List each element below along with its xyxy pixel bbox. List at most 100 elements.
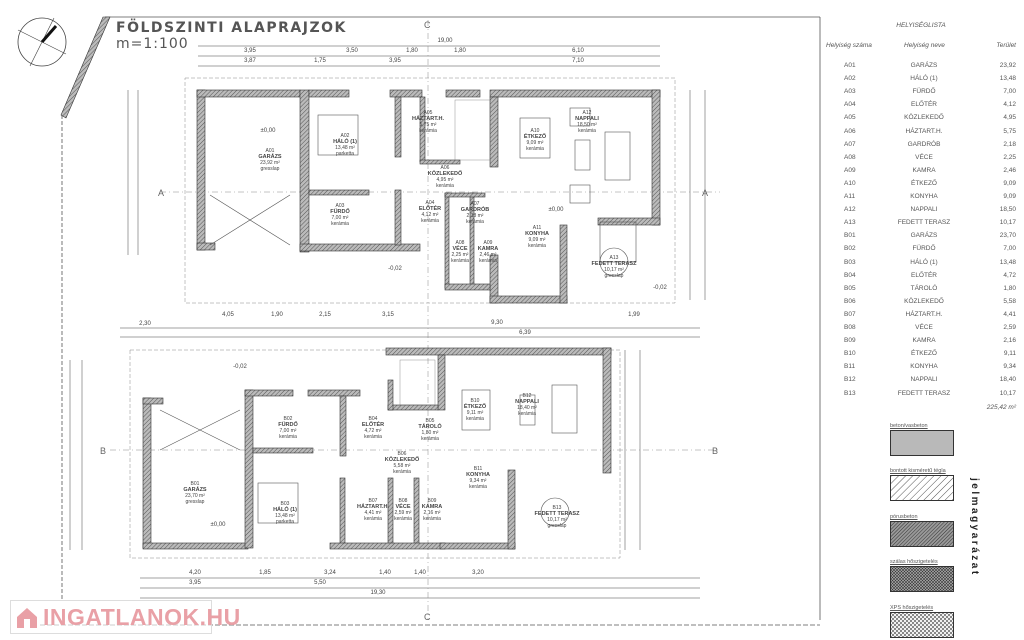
watermark-text: INGATLANOK.HU xyxy=(43,604,241,630)
room-code: A02 xyxy=(340,133,350,139)
dimension-text: 1,80 xyxy=(454,48,466,54)
section-marker: C xyxy=(424,20,431,30)
room-name: GARÁZS xyxy=(910,62,938,69)
room-floor: kerámia xyxy=(466,219,484,225)
room-name: VÉCE xyxy=(395,504,411,510)
room-name: VÉCE xyxy=(452,246,468,252)
room-area: 7,00 xyxy=(1003,88,1016,96)
level-mark: -0,02 xyxy=(233,364,247,370)
room-code: A06 xyxy=(440,165,450,171)
legend-label: beton/vasbeton xyxy=(890,423,928,429)
dimension-text: 1,75 xyxy=(314,58,326,64)
room-floor: kerámia xyxy=(469,484,487,490)
legend-title: jelmagyarázat xyxy=(969,478,980,577)
room-area: 2,59 xyxy=(1003,324,1016,331)
room-name: ÉTKEZŐ xyxy=(523,134,547,140)
dimension-text: 4,05 xyxy=(222,312,234,318)
dimension-text: 19,30 xyxy=(370,590,386,596)
room-name: GARÁZS xyxy=(183,487,207,493)
room-name: NAPPALI xyxy=(575,116,599,122)
room-code: B09 xyxy=(427,498,437,504)
room-code: A07 xyxy=(470,201,480,207)
dimension-text: 19,00 xyxy=(437,38,453,44)
room-name: TÁROLÓ xyxy=(910,284,938,292)
room-name: FEDETT TERASZ xyxy=(591,261,637,267)
room-floor: kerámia xyxy=(421,218,439,224)
room-name: FÜRDŐ xyxy=(912,88,936,96)
room-area: 23,92 m² xyxy=(260,160,280,166)
legend-label: szálas hőszigetelés xyxy=(890,559,938,565)
room-name: KONYHA xyxy=(910,363,938,371)
room-name: KONYHA xyxy=(525,231,549,237)
dimension-text: 3,24 xyxy=(324,570,336,576)
room-name: KÖZLEKEDŐ xyxy=(384,457,420,463)
room-floor: kerámia xyxy=(423,516,441,522)
level-mark: -0,02 xyxy=(388,266,402,272)
dimension-text: 1,99 xyxy=(628,312,640,318)
room-code: B09 xyxy=(844,337,856,345)
room-floor: kerámia xyxy=(436,183,454,189)
room-code: B05 xyxy=(425,418,435,424)
room-area: 5,75 xyxy=(1003,127,1016,135)
room-floor: gresslap xyxy=(547,523,567,529)
room-code: A12 xyxy=(582,110,592,116)
site-boundary xyxy=(40,16,821,626)
level-mark: ±0,00 xyxy=(260,128,276,134)
dimension-text: 1,85 xyxy=(259,570,271,576)
room-code: B11 xyxy=(844,363,856,371)
room-name: FEDETT TERASZ xyxy=(897,219,951,227)
dimension-text: 3,95 xyxy=(389,58,401,64)
room-area: 18,50 m² xyxy=(577,122,597,128)
room-code: A03 xyxy=(335,203,345,209)
room-area: 4,95 xyxy=(1003,114,1016,122)
room-code: B11 xyxy=(473,466,483,472)
room-code: B12 xyxy=(844,376,856,384)
room-floor: kerámia xyxy=(279,434,297,440)
room-name: HÁLÓ (1) xyxy=(910,75,938,83)
room-floor: gresslap xyxy=(604,273,624,279)
room-area: 10,17 m² xyxy=(604,267,624,273)
room-floor: kerámia xyxy=(578,128,596,134)
room-area: 2,46 xyxy=(1003,166,1016,174)
room-name: FEDETT TERASZ xyxy=(534,511,580,517)
furniture xyxy=(159,107,637,527)
room-floor: kerámia xyxy=(526,146,544,152)
room-code: B13 xyxy=(552,505,562,511)
room-name: KAMRA xyxy=(477,246,499,252)
room-code: B13 xyxy=(844,389,856,397)
dimension-text: 5,50 xyxy=(314,580,326,586)
room-floor: kerámia xyxy=(451,258,469,264)
room-area: 9,09 m² xyxy=(528,237,546,243)
legend-swatch-brick xyxy=(890,475,954,501)
room-area: 23,70 xyxy=(999,232,1016,240)
room-area: 10,17 xyxy=(999,219,1016,227)
room-name: HÁLÓ (1) xyxy=(910,258,938,266)
room-area: 4,12 m² xyxy=(421,212,439,218)
room-area: 7,00 xyxy=(1003,245,1016,253)
dimension-text: 4,20 xyxy=(189,570,201,576)
room-area: 1,80 xyxy=(1003,284,1016,292)
dimension-text: 1,80 xyxy=(406,48,418,54)
room-area: 9,11 m² xyxy=(466,410,484,416)
room-area: 2,18 m² xyxy=(466,213,484,219)
room-area: 7,00 m² xyxy=(331,215,349,221)
